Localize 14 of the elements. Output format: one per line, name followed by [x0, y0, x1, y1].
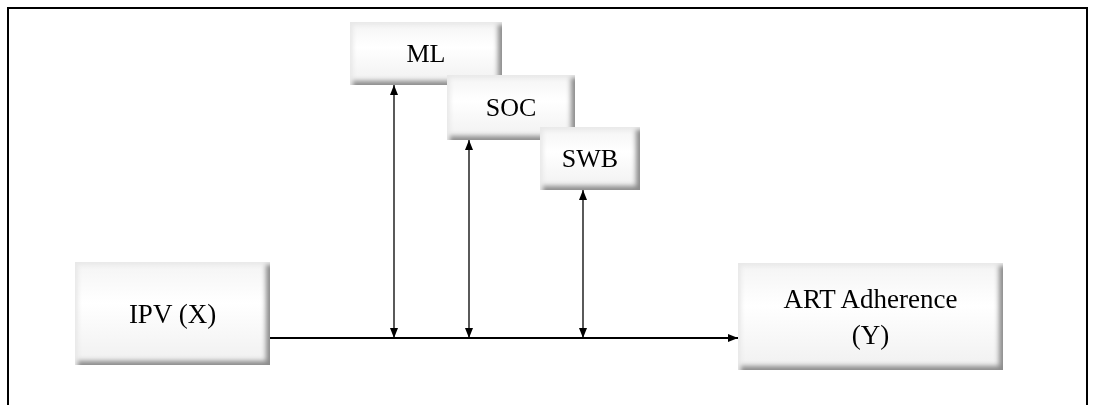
node-label: SOC [485, 92, 537, 124]
node-label: ART Adherence (Y) [782, 282, 959, 352]
bevel-box [75, 262, 270, 365]
node-label: IPV (X) [128, 297, 217, 331]
arrow [465, 139, 473, 339]
arrow [270, 334, 738, 342]
bevel-box [447, 75, 575, 140]
bevel-box [350, 22, 502, 85]
node-label: SWB [561, 143, 619, 175]
arrow [390, 84, 398, 339]
arrow [579, 189, 587, 339]
node-label: ML [406, 38, 446, 70]
bevel-box [540, 127, 640, 190]
bevel-box [738, 263, 1003, 370]
